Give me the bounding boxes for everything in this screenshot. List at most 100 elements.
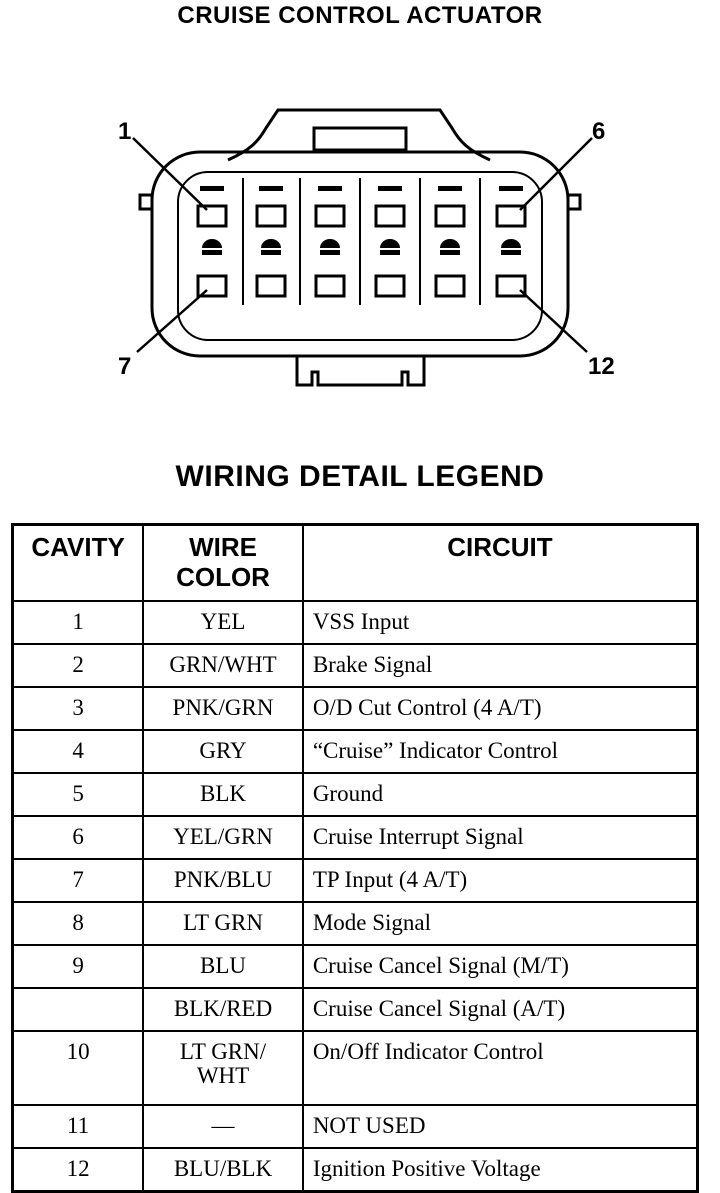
leader-line-1 <box>132 137 208 211</box>
table-row: 3 PNK/GRN O/D Cut Control (4 A/T) <box>11 685 699 731</box>
wire-color-cell: LT GRN <box>142 900 304 946</box>
cavity-cell <box>11 986 145 1032</box>
cavity-dome-base-4 <box>380 250 400 255</box>
wire-color-cell: PNK/BLU <box>142 857 304 903</box>
circuit-cell: VSS Input <box>301 599 699 645</box>
cavity-cell: 11 <box>11 1103 145 1149</box>
table-row: 7 PNK/BLU TP Input (4 A/T) <box>11 857 699 903</box>
cavity-top-lock-6 <box>499 186 523 191</box>
cavity-terminal-1 <box>196 204 228 228</box>
table-row: 11 — NOT USED <box>11 1103 699 1149</box>
leader-line-6 <box>519 137 593 211</box>
circuit-cell: On/Off Indicator Control <box>301 1029 699 1106</box>
wire-color-cell: PNK/GRN <box>142 685 304 731</box>
cavity-terminal-10 <box>374 274 406 298</box>
cavity-dome-1 <box>202 239 222 248</box>
cavity-terminal-5 <box>434 204 466 228</box>
wire-color-cell: BLU/BLK <box>142 1146 304 1192</box>
pin-label-1: 1 <box>118 118 131 145</box>
pin-label-6: 6 <box>592 118 605 145</box>
header-wire-color-line2: COLOR <box>176 562 270 592</box>
circuit-cell: Mode Signal <box>301 900 699 946</box>
cavity-cell: 10 <box>11 1029 145 1106</box>
wire-color-cell: BLU <box>142 943 304 989</box>
latch-slot <box>312 126 408 152</box>
circuit-cell: NOT USED <box>301 1103 699 1149</box>
cavity-dome-base-6 <box>501 250 521 255</box>
table-row: 5 BLK Ground <box>11 771 699 817</box>
side-tab-left <box>138 193 154 211</box>
cavity-cell: 7 <box>11 857 145 903</box>
table-header-row: CAVITY WIRE COLOR CIRCUIT <box>11 523 699 602</box>
table-row: 8 LT GRN Mode Signal <box>11 900 699 946</box>
cavity-terminal-8 <box>255 274 287 298</box>
cavity-terminal-11 <box>434 274 466 298</box>
cavity-dome-base-5 <box>440 250 460 255</box>
cavity-top-lock-2 <box>259 186 283 191</box>
cavity-dome-base-3 <box>320 250 340 255</box>
connector-inner-shell <box>177 171 543 341</box>
table-row: 2 GRN/WHT Brake Signal <box>11 642 699 688</box>
wire-color-cell: GRN/WHT <box>142 642 304 688</box>
cavity-dome-3 <box>320 239 340 248</box>
cavity-group <box>196 186 527 298</box>
table-row: 9 BLU Cruise Cancel Signal (M/T) <box>11 943 699 989</box>
cavity-terminal-12 <box>495 274 527 298</box>
wiring-legend-table: CAVITY WIRE COLOR CIRCUIT 1 YEL VSS Inpu… <box>11 523 699 1193</box>
side-tab-right <box>566 193 582 211</box>
circuit-cell: Brake Signal <box>301 642 699 688</box>
wire-color-cell: BLK/RED <box>142 986 304 1032</box>
connector-latch <box>227 108 491 162</box>
wire-color-cell: YEL <box>142 599 304 645</box>
cavity-dome-6 <box>501 239 521 248</box>
cavity-cell: 8 <box>11 900 145 946</box>
cavity-cell: 9 <box>11 943 145 989</box>
leader-line-12 <box>519 289 588 353</box>
cavity-cell: 1 <box>11 599 145 645</box>
connector-diagram: 1 6 7 12 <box>118 108 615 387</box>
circuit-cell: “Cruise” Indicator Control <box>301 728 699 774</box>
cavity-cell: 6 <box>11 814 145 860</box>
cavity-top-lock-1 <box>200 186 224 191</box>
cavity-dome-4 <box>380 239 400 248</box>
cavity-dome-base-2 <box>261 250 281 255</box>
pin-label-12: 12 <box>588 353 615 380</box>
header-circuit: CIRCUIT <box>301 523 699 602</box>
cavity-cell: 2 <box>11 642 145 688</box>
diagram-title: CRUISE CONTROL ACTUATOR <box>177 2 543 29</box>
circuit-cell: TP Input (4 A/T) <box>301 857 699 903</box>
cavity-terminal-4 <box>374 204 406 228</box>
table-row: 6 YEL/GRN Cruise Interrupt Signal <box>11 814 699 860</box>
cavity-cell: 4 <box>11 728 145 774</box>
circuit-cell: Cruise Cancel Signal (A/T) <box>301 986 699 1032</box>
pin-label-7: 7 <box>118 353 131 380</box>
cavity-dome-2 <box>261 239 281 248</box>
cavity-cell: 5 <box>11 771 145 817</box>
cavity-terminal-6 <box>495 204 527 228</box>
cavity-dome-base-1 <box>202 250 222 255</box>
cavity-top-lock-3 <box>318 186 342 191</box>
wire-color-line2: WHT <box>196 1062 250 1088</box>
circuit-cell: Cruise Interrupt Signal <box>301 814 699 860</box>
circuit-cell: Ignition Positive Voltage <box>301 1146 699 1192</box>
wire-color-line1: LT GRN/ <box>179 1038 267 1064</box>
cavity-cell: 12 <box>11 1146 145 1192</box>
cavity-cell: 3 <box>11 685 145 731</box>
wire-color-cell: LT GRN/ WHT <box>142 1029 304 1106</box>
table-row: BLK/RED Cruise Cancel Signal (A/T) <box>11 986 699 1032</box>
wire-color-cell: BLK <box>142 771 304 817</box>
header-wire-color: WIRE COLOR <box>142 523 304 602</box>
table-row: 12 BLU/BLK Ignition Positive Voltage <box>11 1146 699 1192</box>
wire-color-cell: — <box>142 1103 304 1149</box>
wire-color-cell: YEL/GRN <box>142 814 304 860</box>
connector-shell <box>150 150 570 358</box>
header-cavity: CAVITY <box>11 523 145 602</box>
circuit-cell: Cruise Cancel Signal (M/T) <box>301 943 699 989</box>
header-wire-color-line1: WIRE <box>189 532 257 562</box>
cavity-terminal-9 <box>314 274 346 298</box>
cavity-top-lock-4 <box>378 186 402 191</box>
leader-line-7 <box>136 289 208 353</box>
cavity-top-lock-5 <box>438 186 462 191</box>
cavity-terminal-3 <box>314 204 346 228</box>
circuit-cell: Ground <box>301 771 699 817</box>
